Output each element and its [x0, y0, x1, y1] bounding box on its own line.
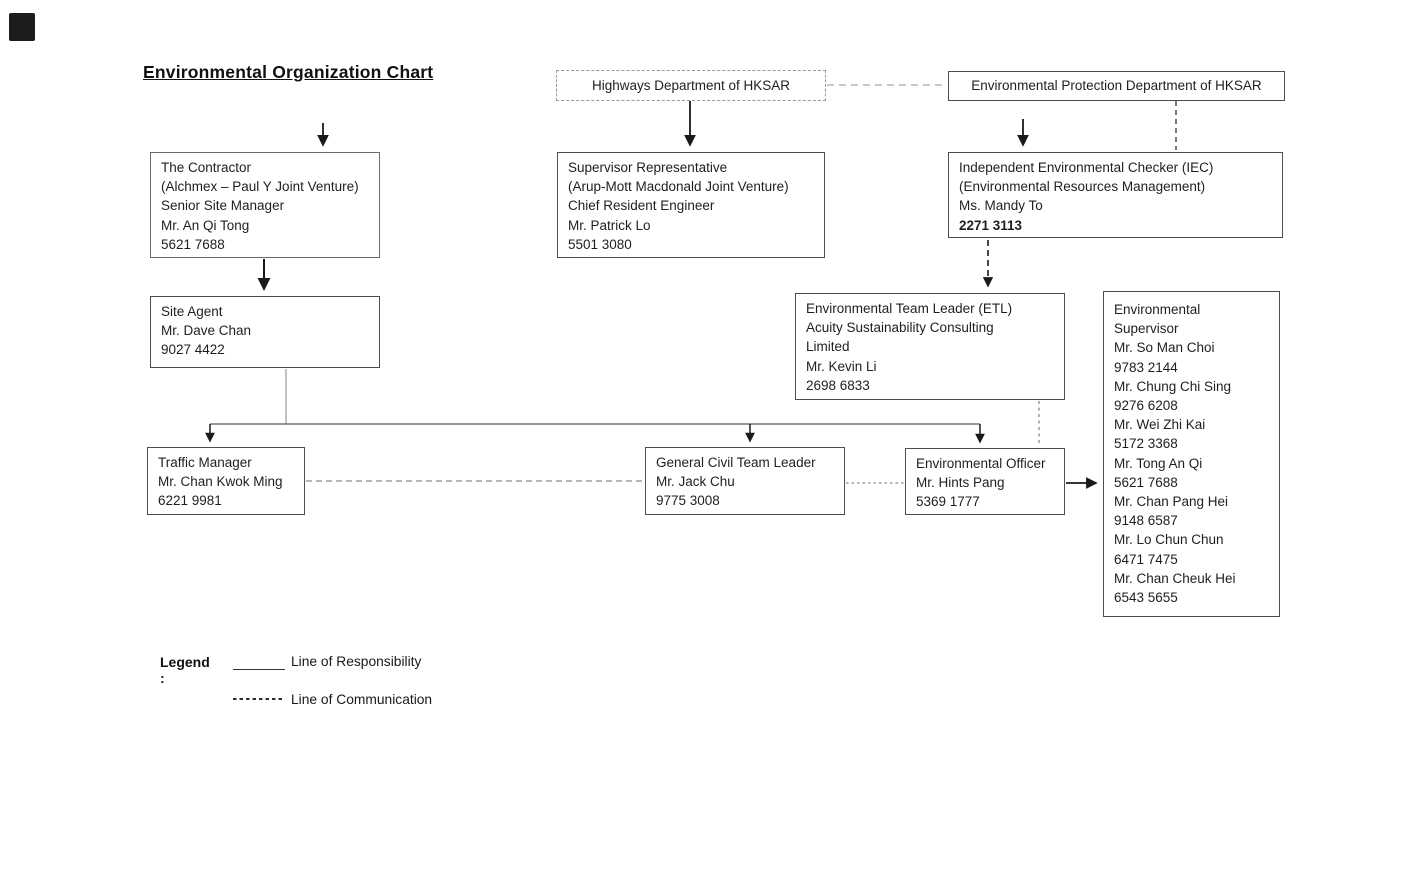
suprep-person: Mr. Patrick Lo: [568, 217, 651, 233]
etl-company-2: Limited: [806, 339, 850, 355]
traffic-role: Traffic Manager: [158, 455, 252, 470]
box-traffic-manager: Traffic Manager Mr. Chan Kwok Ming 6221 …: [147, 447, 305, 515]
traffic-phone: 6221 9981: [158, 493, 222, 509]
envoff-role: Environmental Officer: [916, 456, 1046, 471]
legend-title: Legend :: [160, 654, 210, 686]
box-environmental-team-leader: Environmental Team Leader (ETL) Acuity S…: [795, 293, 1065, 400]
box-highways-label: Highways Department of HKSAR: [591, 77, 791, 93]
envsup-phone-7: 6543 5655: [1114, 590, 1178, 606]
envsup-phone-4: 5621 7688: [1114, 474, 1178, 490]
envsup-role-1: Environmental: [1114, 302, 1201, 317]
box-supervisor-representative: Supervisor Representative (Arup-Mott Mac…: [557, 152, 825, 258]
envsup-person-4: Mr. Tong An Qi: [1114, 455, 1203, 471]
traffic-person: Mr. Chan Kwok Ming: [158, 474, 283, 490]
civil-phone: 9775 3008: [656, 493, 720, 509]
suprep-title: Chief Resident Engineer: [568, 198, 715, 214]
envsup-phone-6: 6471 7475: [1114, 551, 1178, 567]
civil-role: General Civil Team Leader: [656, 455, 816, 470]
contractor-role: The Contractor: [161, 160, 252, 175]
envsup-phone-5: 9148 6587: [1114, 513, 1178, 529]
civil-person: Mr. Jack Chu: [656, 474, 735, 490]
etl-phone: 2698 6833: [806, 377, 870, 393]
box-general-civil-team-leader: General Civil Team Leader Mr. Jack Chu 9…: [645, 447, 845, 515]
iec-company: (Environmental Resources Management): [959, 179, 1206, 195]
etl-company-1: Acuity Sustainability Consulting: [806, 320, 994, 336]
iec-person: Ms. Mandy To: [959, 198, 1043, 214]
box-highways-department: Highways Department of HKSAR: [556, 70, 826, 101]
box-environmental-protection-department: Environmental Protection Department of H…: [948, 71, 1285, 101]
box-contractor: The Contractor (Alchmex – Paul Y Joint V…: [150, 152, 380, 258]
suprep-company: (Arup-Mott Macdonald Joint Venture): [568, 179, 789, 195]
siteagent-phone: 9027 4422: [161, 342, 225, 358]
box-site-agent: Site Agent Mr. Dave Chan 9027 4422: [150, 296, 380, 368]
page-title: Environmental Organization Chart: [143, 62, 434, 82]
etl-person: Mr. Kevin Li: [806, 358, 877, 374]
etl-role: Environmental Team Leader (ETL): [806, 301, 1013, 316]
envsup-phone-2: 9276 6208: [1114, 398, 1178, 414]
legend-dashed-line-label: Line of Communication: [291, 692, 433, 707]
contractor-phone: 5621 7688: [161, 236, 225, 252]
contractor-title: Senior Site Manager: [161, 198, 285, 214]
envoff-person: Mr. Hints Pang: [916, 475, 1005, 491]
suprep-phone: 5501 3080: [568, 236, 632, 252]
envsup-phone-1: 9783 2144: [1114, 359, 1178, 375]
box-environmental-supervisor: Environmental Supervisor Mr. So Man Choi…: [1103, 291, 1280, 617]
box-epd-label: Environmental Protection Department of H…: [971, 78, 1262, 94]
siteagent-role: Site Agent: [161, 304, 223, 319]
iec-role: Independent Environmental Checker (IEC): [959, 160, 1214, 175]
suprep-role: Supervisor Representative: [568, 160, 728, 175]
envsup-person-1: Mr. So Man Choi: [1114, 340, 1215, 356]
legend-solid-line-label: Line of Responsibility: [291, 654, 422, 669]
box-independent-environmental-checker: Independent Environmental Checker (IEC) …: [948, 152, 1283, 238]
legend-dashed-line-swatch: [233, 698, 285, 701]
envsup-phone-3: 5172 3368: [1114, 436, 1178, 452]
envsup-person-5: Mr. Chan Pang Hei: [1114, 494, 1229, 510]
siteagent-person: Mr. Dave Chan: [161, 323, 252, 339]
contractor-company: (Alchmex – Paul Y Joint Venture): [161, 179, 359, 195]
scan-artifact-mark: [9, 13, 35, 41]
envsup-role-2: Supervisor: [1114, 321, 1179, 337]
iec-phone: 2271 3113: [959, 217, 1023, 233]
legend-solid-line-swatch: [233, 669, 285, 670]
contractor-person: Mr. An Qi Tong: [161, 217, 250, 233]
box-environmental-officer: Environmental Officer Mr. Hints Pang 536…: [905, 448, 1065, 515]
envsup-person-3: Mr. Wei Zhi Kai: [1114, 417, 1206, 433]
envsup-person-7: Mr. Chan Cheuk Hei: [1114, 570, 1236, 586]
envsup-person-6: Mr. Lo Chun Chun: [1114, 532, 1224, 548]
envoff-phone: 5369 1777: [916, 494, 980, 510]
envsup-person-2: Mr. Chung Chi Sing: [1114, 378, 1232, 394]
